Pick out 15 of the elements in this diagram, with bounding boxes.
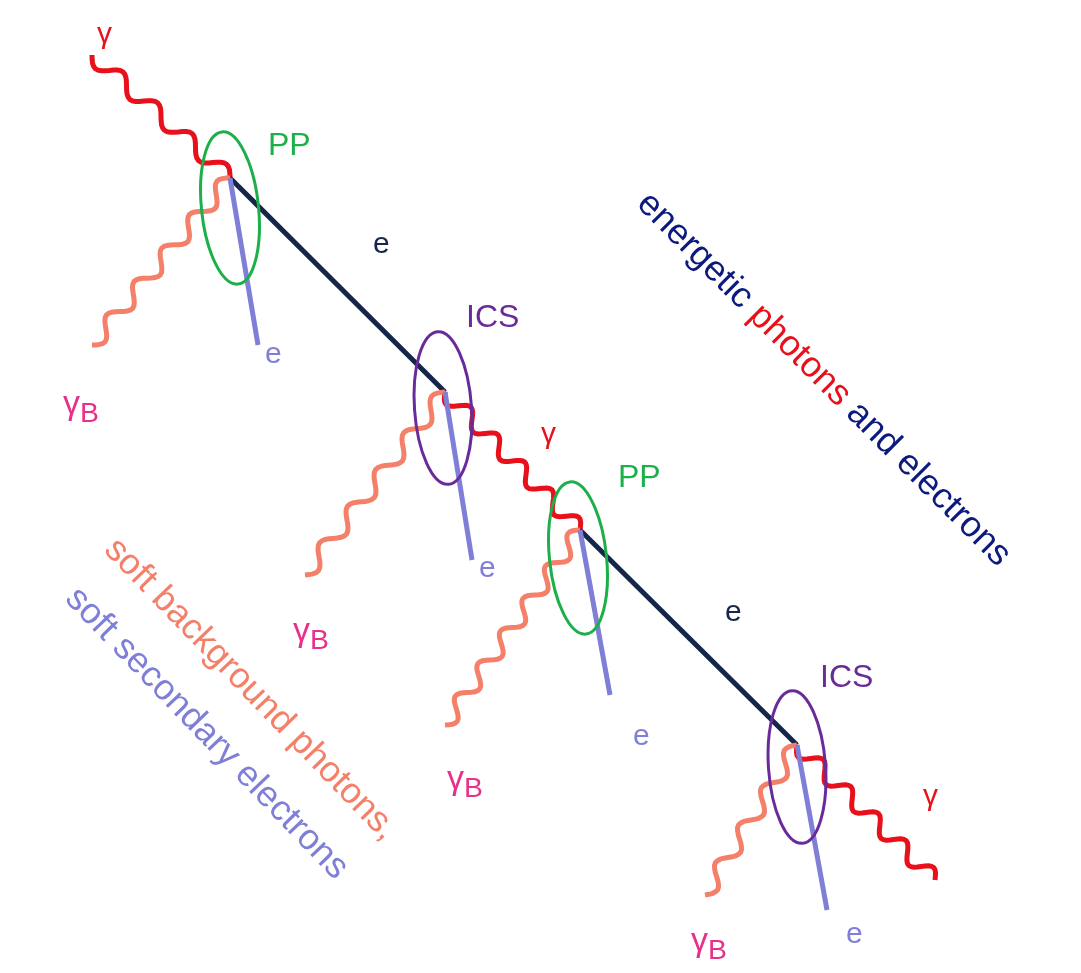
process-label: ICS [820, 660, 874, 692]
process-label: ICS [466, 300, 520, 332]
electron-line [577, 529, 613, 696]
wavy-photon-line [704, 742, 798, 898]
process-label: PP [618, 460, 661, 492]
wavy-photon-line [89, 54, 233, 179]
wavy-photon-line [444, 527, 581, 728]
electron-line [227, 177, 261, 346]
electron-line [442, 391, 475, 561]
electron-line [578, 528, 799, 747]
electron-line [228, 176, 447, 394]
electron-line [794, 744, 830, 911]
wavy-photon-line [91, 175, 231, 348]
process-label: PP [268, 128, 311, 160]
wavy-photon-line [304, 389, 446, 578]
